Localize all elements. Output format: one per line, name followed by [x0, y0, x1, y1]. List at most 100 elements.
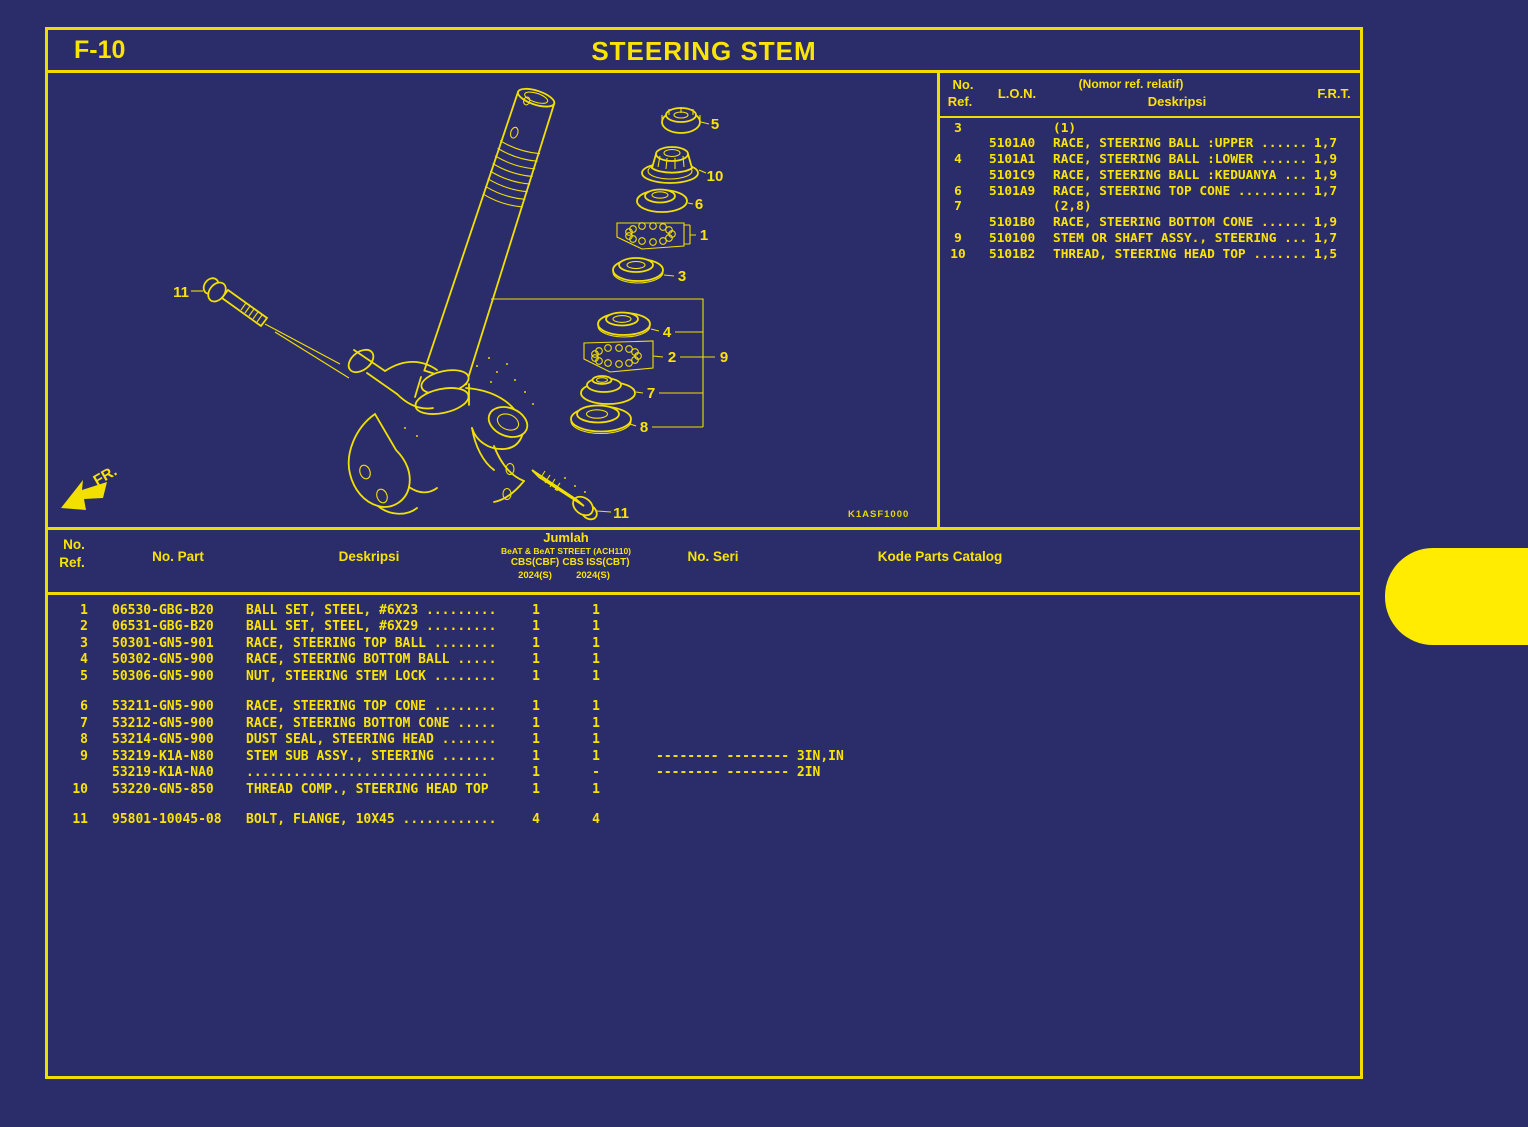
parts-table-row-part: 50302-GN5-900 — [112, 652, 214, 668]
page-code: F-10 — [74, 36, 126, 64]
ref-table-row-lon: 5101A9 — [989, 183, 1036, 199]
parts-col-variant1: CBS(CBF) — [510, 557, 560, 568]
ref-table-row-lon: 5101C9 — [989, 167, 1036, 183]
parts-table-row-desc: RACE, STEERING TOP BALL ........ — [246, 635, 497, 651]
parts-table-row-qty1: 1 — [532, 781, 540, 797]
parts-col-model: BeAT & BeAT STREET (ACH110) — [500, 546, 632, 556]
callout-11-upper: 11 — [173, 284, 189, 301]
parts-col-jumlah: Jumlah — [543, 530, 589, 545]
ref-col-no: No. — [952, 77, 974, 92]
parts-col-seri: No. Seri — [687, 549, 739, 564]
flange-bolt-upper — [202, 277, 350, 379]
side-tab[interactable] — [1385, 548, 1528, 645]
parts-table-row-ref: 5 — [80, 668, 88, 684]
parts-col-year2: 2024(S) — [576, 570, 610, 581]
parts-table-row-qty1: 1 — [532, 765, 540, 781]
ref-col-note: (Nomor ref. relatif) — [1078, 77, 1184, 91]
parts-table-row-ref: 8 — [80, 732, 88, 748]
parts-table-row: 53219-K1A-NA0...........................… — [48, 765, 1360, 782]
fr-label: FR. — [91, 463, 120, 490]
ref-table-row-ref: 3 — [954, 120, 962, 136]
fr-arrow-icon — [61, 480, 107, 510]
diagram-code: K1ASF1000 — [848, 509, 909, 520]
parts-table-row-part: 06531-GBG-B20 — [112, 619, 214, 635]
part-dust-seal — [570, 404, 632, 435]
parts-table-row-qty1: 1 — [532, 715, 540, 731]
parts-table-row-qty1: 1 — [532, 619, 540, 635]
parts-table-row-ref: 1 — [80, 602, 88, 618]
parts-table-row-desc: ............................... — [246, 765, 489, 781]
parts-table-row-qty1: 1 — [532, 732, 540, 748]
ref-table-row-frt: 1,5 — [1314, 246, 1338, 262]
parts-table-row-desc: RACE, STEERING BOTTOM BALL ..... — [246, 652, 497, 668]
ref-table-row-ref: 6 — [954, 183, 962, 199]
part-ball-set-lower — [583, 340, 654, 373]
ref-table-row-frt: 1,7 — [1314, 183, 1338, 199]
parts-header-bottom-line — [45, 592, 1363, 595]
flange-bolt-lower — [531, 469, 598, 521]
callout-9: 9 — [720, 349, 728, 366]
parts-table-row-ref: 7 — [80, 715, 88, 731]
parts-table-row-qty2: 1 — [592, 652, 600, 668]
parts-table-row-qty2: 1 — [592, 781, 600, 797]
callout-4: 4 — [663, 324, 672, 341]
part-bottom-cone — [580, 375, 636, 405]
parts-table-row-part: 50301-GN5-901 — [112, 635, 214, 651]
ref-table-row: 3(1) — [940, 121, 1360, 137]
callout-10: 10 — [707, 168, 724, 185]
parts-table-row-desc: BALL SET, STEEL, #6X23 ......... — [246, 602, 497, 618]
callout-1: 1 — [700, 227, 708, 244]
parts-table-row-qty1: 1 — [532, 748, 540, 764]
parts-table-row-ref: 2 — [80, 619, 88, 635]
parts-table-row-part: 95801-10045-08 — [112, 812, 222, 828]
title-divider — [45, 70, 1363, 73]
parts-table-row-qty1: 1 — [532, 602, 540, 618]
parts-table-row-qty2: 1 — [592, 699, 600, 715]
parts-table-row-part: 53219-K1A-NA0 — [112, 765, 214, 781]
ref-table-row-frt: 1,9 — [1314, 152, 1338, 168]
ref-col-desc: Deskripsi — [1147, 94, 1207, 109]
callout-3: 3 — [678, 268, 686, 285]
parts-table-row-qty2: 1 — [592, 619, 600, 635]
ref-table-row-desc: RACE, STEERING BALL :LOWER ...... — [1053, 152, 1308, 168]
ref-table-row-ref: 4 — [954, 152, 962, 168]
ref-table-row-desc: RACE, STEERING BOTTOM CONE ...... — [1053, 215, 1308, 231]
parts-table-row-part: 53219-K1A-N80 — [112, 748, 214, 764]
parts-table-row-ref: 3 — [80, 635, 88, 651]
part-lock-nut — [661, 107, 701, 134]
parts-table-row-qty1: 1 — [532, 652, 540, 668]
parts-table-row-desc: DUST SEAL, STEERING HEAD ....... — [246, 732, 497, 748]
ref-table-row-frt: 1,7 — [1314, 231, 1338, 247]
parts-col-no: No. — [63, 537, 85, 552]
page-frame — [45, 27, 1363, 1079]
ref-table-row-lon: 5101A0 — [989, 136, 1036, 152]
parts-header-top-line — [45, 527, 1363, 530]
parts-col-kode: Kode Parts Catalog — [877, 549, 1003, 564]
ref-table-row-desc: STEM OR SHAFT ASSY., STEERING ... — [1053, 231, 1308, 247]
ref-table-row: 7(2,8) — [940, 200, 1360, 216]
callout-11-lower: 11 — [613, 505, 629, 522]
parts-table-row-qty2: 1 — [592, 732, 600, 748]
parts-table-row-desc: NUT, STEERING STEM LOCK ........ — [246, 668, 497, 684]
ref-table-row-desc: RACE, STEERING BALL :KEDUANYA ... — [1053, 167, 1308, 183]
callout-5: 5 — [711, 116, 719, 133]
group-9-bracket — [491, 298, 704, 427]
parts-table-row-part: 50306-GN5-900 — [112, 668, 214, 684]
part-thread-comp — [641, 146, 699, 184]
stem-tube — [423, 87, 556, 386]
ref-table-row-ref: 10 — [950, 246, 966, 262]
page-title: STEERING STEM — [591, 36, 817, 66]
exploded-diagram: 11 11 5 10 — [61, 87, 909, 522]
ref-table-row-frt: 1,7 — [1314, 136, 1338, 152]
parts-table-row-seri: -------- -------- 2IN — [656, 765, 821, 781]
